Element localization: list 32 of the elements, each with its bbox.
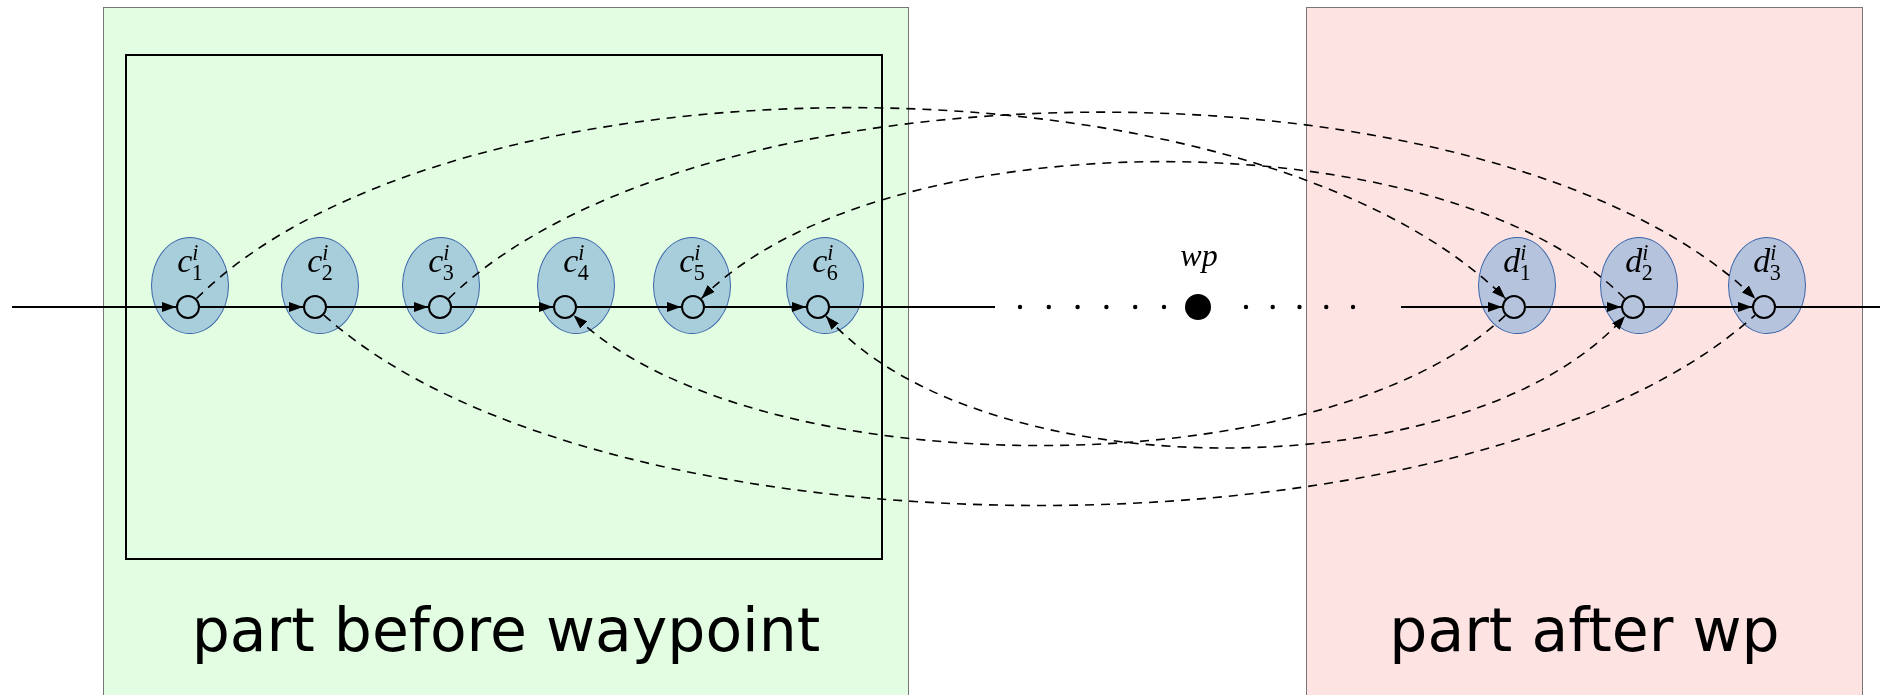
port-circle <box>303 295 327 319</box>
port-circle <box>1752 295 1776 319</box>
region-panel <box>1306 7 1863 695</box>
port-circle <box>806 295 830 319</box>
arrow <box>576 302 682 312</box>
arrow <box>326 302 429 312</box>
dashed-arrow <box>195 106 1507 300</box>
port-circle <box>428 295 452 319</box>
arrow <box>199 302 304 312</box>
port-circle <box>1502 295 1526 319</box>
arrow <box>704 302 807 312</box>
port-circle <box>1621 295 1645 319</box>
dashed-arrow <box>572 314 1507 447</box>
dashed-arrow <box>700 160 1626 300</box>
dashed-line <box>323 314 1756 507</box>
port-circle <box>681 295 705 319</box>
state-ellipse <box>1478 237 1556 334</box>
waypoint-dot <box>1185 294 1211 320</box>
port-circle <box>553 295 577 319</box>
dashed-arrow <box>825 315 1626 449</box>
arrow <box>1525 302 1622 312</box>
frame-box <box>125 54 883 560</box>
waypoint-label: wp <box>1180 239 1218 271</box>
line <box>829 306 996 308</box>
dashed-arrow <box>447 111 1757 300</box>
port-circle <box>176 295 200 319</box>
arrow <box>451 302 554 312</box>
region-panel <box>103 7 909 695</box>
arrow <box>1400 302 1503 312</box>
arrow <box>11 302 177 312</box>
line <box>1775 306 1881 308</box>
arrow <box>1644 302 1753 312</box>
